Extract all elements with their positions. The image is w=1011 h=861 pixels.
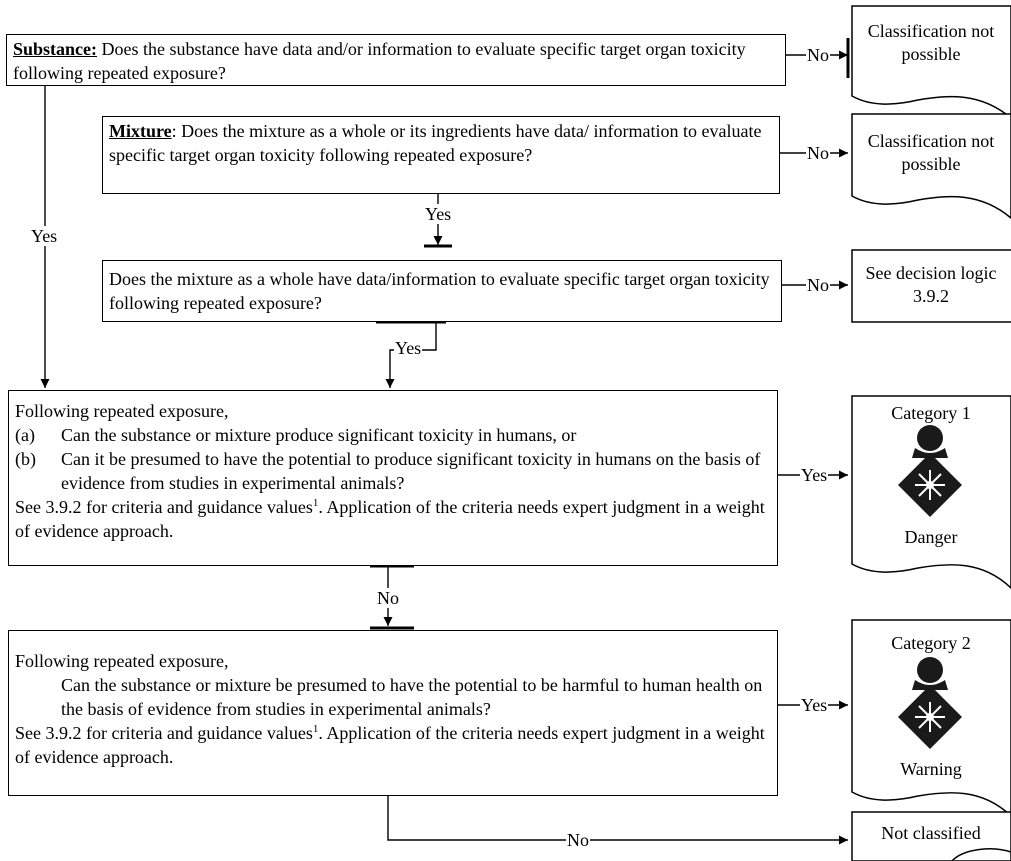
result-box-see-decision-logic <box>851 249 1011 323</box>
mixture-question-text: : Does the mixture as a whole or its ing… <box>109 121 762 165</box>
cat1-item-a: Can the substance or mixture produce sig… <box>61 425 577 445</box>
label-no-substance: No <box>806 45 830 65</box>
substance-question-box: Substance: Does the substance have data … <box>6 34 786 86</box>
result-box-class-not-possible-1 <box>851 5 1011 119</box>
label-no-mixture: No <box>806 143 830 163</box>
result-category-1-title: Category 1 <box>891 403 971 423</box>
cat1-intro: Following repeated exposure, <box>15 401 229 421</box>
label-yes-mixture: Yes <box>424 204 453 224</box>
label-yes-mixture-whole: Yes <box>394 338 423 358</box>
result-box-not-classified <box>851 811 1011 861</box>
cat2-main-text: Can the substance or mixture be presumed… <box>61 675 763 719</box>
result-not-classified: Not classified <box>881 823 981 843</box>
mixture-label: Mixture <box>109 121 172 141</box>
label-yes-substance: Yes <box>30 226 59 246</box>
label-no-cat2: No <box>566 830 590 850</box>
label-no-cat1: No <box>376 588 400 608</box>
cat1-see-text: See 3.9.2 for criteria and guidance valu… <box>15 497 313 517</box>
cat1-see-rest: . Application of the criteria needs expe… <box>15 497 765 541</box>
health-hazard-icon <box>898 425 962 517</box>
connector-cat2-no <box>387 796 848 845</box>
cat1-marker-b: (b) <box>15 449 36 469</box>
category-1-question-box: Following repeated exposure, (a) Can the … <box>8 390 778 566</box>
cat1-item-b: Can it be presumed to have the potential… <box>61 449 761 493</box>
mixture-question-box: Mixture: Does the mixture as a whole or … <box>102 116 780 194</box>
result-category-2-signal: Warning <box>900 759 962 779</box>
category-2-question-box: Following repeated exposure, Can the sub… <box>8 630 778 796</box>
result-class-not-possible-2: Classification not possible <box>867 131 995 174</box>
result-category-2-title: Category 2 <box>891 633 971 653</box>
substance-label: Substance: <box>13 39 98 59</box>
health-hazard-icon-2 <box>898 657 962 749</box>
label-no-mixture-whole: No <box>806 275 830 295</box>
cat2-footnote: 1 <box>312 723 319 735</box>
cat1-marker-a: (a) <box>15 425 35 445</box>
substance-question-text: Does the substance have data and/or info… <box>13 39 746 83</box>
mixture-whole-question-box: Does the mixture as a whole have data/in… <box>102 260 782 322</box>
cat1-footnote: 1 <box>312 497 319 509</box>
label-yes-cat2: Yes <box>800 695 829 715</box>
result-box-class-not-possible-2 <box>851 113 1011 219</box>
result-see-decision-logic: See decision logic 3.9.2 <box>865 263 997 306</box>
result-category-1-signal: Danger <box>904 527 958 547</box>
result-class-not-possible-1: Classification not possible <box>867 21 995 64</box>
label-yes-cat1: Yes <box>800 465 829 485</box>
mixture-whole-question-text: Does the mixture as a whole have data/in… <box>109 269 770 313</box>
cat2-intro: Following repeated exposure, <box>15 651 229 671</box>
cat2-see-text: See 3.9.2 for criteria and guidance valu… <box>15 723 313 743</box>
cat2-see-rest: . Application of the criteria needs expe… <box>15 723 765 767</box>
